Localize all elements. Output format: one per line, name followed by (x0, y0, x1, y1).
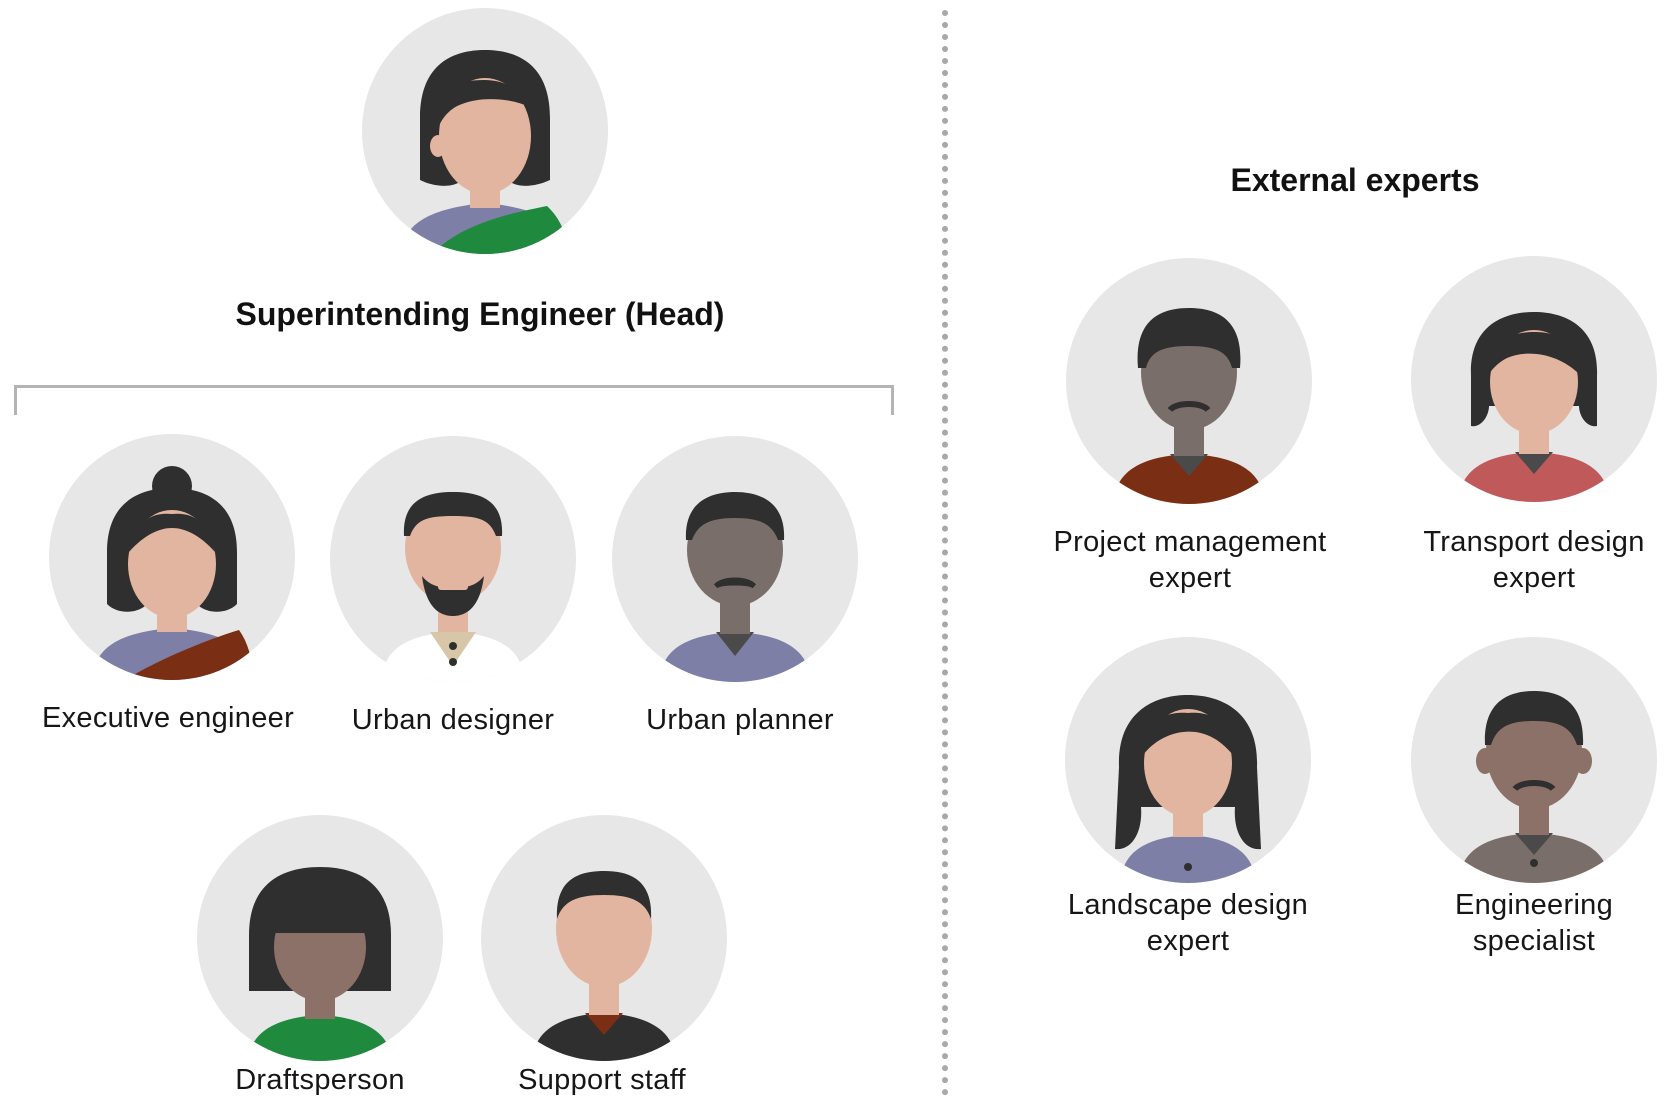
draftsperson-label: Draftsperson (235, 1064, 405, 1096)
urban-planner-avatar (612, 436, 858, 682)
transport-design-expert-avatar (1411, 256, 1657, 502)
engineering-specialist-avatar (1411, 637, 1657, 883)
landscape-design-expert-label: Landscape design expert (1067, 889, 1309, 957)
urban-designer-label: Urban designer (351, 704, 555, 736)
external-experts-title: External experts (1230, 162, 1480, 198)
engineering-specialist-label: Engineering specialist (1454, 889, 1614, 957)
project-management-expert-avatar (1066, 258, 1312, 504)
section-divider (942, 10, 948, 1096)
project-management-expert-label: Project management expert (1053, 526, 1327, 594)
executive-engineer-avatar (49, 434, 295, 680)
superintending-engineer-avatar (362, 8, 608, 254)
support-staff-avatar (481, 815, 727, 1061)
transport-design-expert-label: Transport design expert (1423, 526, 1645, 594)
executive-engineer-label: Executive engineer (41, 702, 295, 734)
draftsperson-avatar (197, 815, 443, 1061)
head-title: Superintending Engineer (Head) (235, 296, 725, 332)
urban-designer-avatar (330, 436, 576, 682)
landscape-design-expert-avatar (1065, 637, 1311, 883)
support-staff-label: Support staff (518, 1064, 686, 1096)
urban-planner-label: Urban planner (646, 704, 834, 736)
team-bracket (14, 385, 894, 415)
